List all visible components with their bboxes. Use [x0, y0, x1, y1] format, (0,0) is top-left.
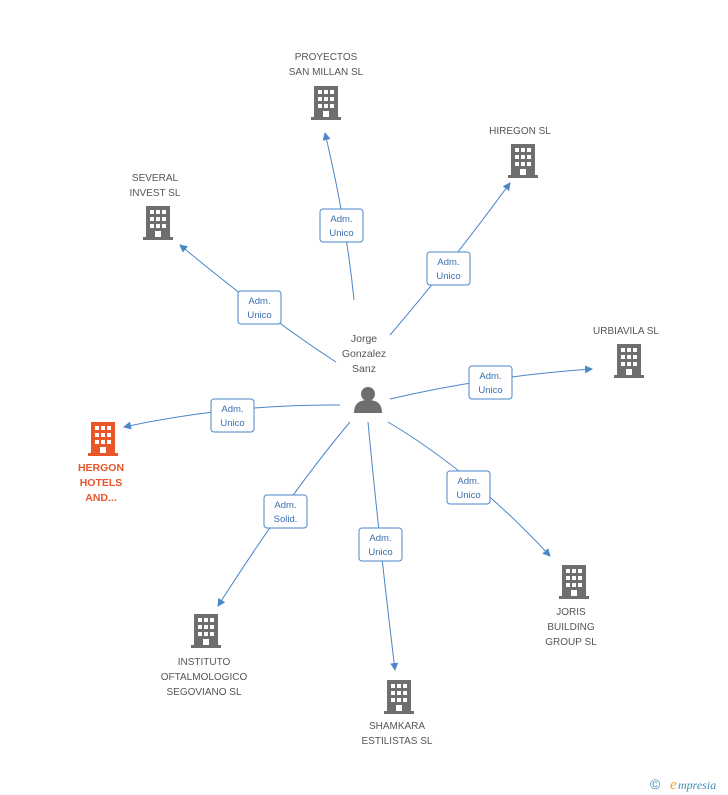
role-badge-hiregon[interactable]: Adm. Unico — [426, 251, 471, 286]
company-name-line: OFTALMOLOGICO — [161, 672, 248, 683]
company-node-urbiavila[interactable]: URBIAVILA SL — [593, 326, 659, 378]
role-text: Adm. — [274, 500, 296, 511]
building-icon — [191, 614, 221, 648]
role-badge-several-invest[interactable]: Adm. Unico — [237, 290, 282, 325]
company-node-proyectos-san-millan[interactable]: PROYECTOS SAN MILLAN SL — [289, 52, 364, 120]
building-icon-highlighted — [88, 422, 118, 456]
role-text: Adm. — [479, 371, 501, 382]
person-name-line-1: Jorge — [351, 333, 377, 345]
role-badge-proyectos-san-millan[interactable]: Adm. Unico — [319, 208, 364, 243]
center-person-node[interactable]: Jorge Gonzalez Sanz — [342, 333, 386, 413]
edge-urbiavila: Adm. Unico — [389, 365, 593, 400]
edge-several-invest: Adm. Unico — [179, 244, 337, 363]
building-icon — [614, 344, 644, 378]
company-node-joris-building[interactable]: JORIS BUILDING GROUP SL — [545, 565, 597, 648]
role-badge-box — [237, 290, 282, 325]
role-text: Adm. — [457, 476, 479, 487]
role-text: Unico — [478, 385, 502, 396]
building-icon — [311, 86, 341, 120]
company-name-line: ESTILISTAS SL — [362, 736, 433, 747]
footer-brand[interactable]: © e mpresia — [650, 776, 716, 793]
person-name-line-2: Gonzalez — [342, 348, 386, 360]
edge-hiregon: Adm. Unico — [389, 182, 511, 336]
role-text: Adm. — [369, 533, 391, 544]
role-badge-box — [358, 527, 403, 562]
role-badge-urbiavila[interactable]: Adm. Unico — [468, 365, 513, 400]
role-text: Adm. — [248, 296, 270, 307]
person-icon — [354, 387, 382, 413]
role-text: Unico — [220, 418, 244, 429]
company-node-several-invest[interactable]: SEVERAL INVEST SL — [130, 173, 181, 240]
building-icon — [508, 144, 538, 178]
company-node-hiregon[interactable]: HIREGON SL — [489, 126, 551, 178]
role-badge-joris-building[interactable]: Adm. Unico — [446, 470, 491, 505]
building-icon — [384, 680, 414, 714]
edge-shamkara-estilistas: Adm. Unico — [358, 421, 403, 671]
edge-hergon-hotels: Adm. Unico — [123, 398, 341, 433]
building-icon — [143, 206, 173, 240]
building-icon — [559, 565, 589, 599]
company-name-line: SEVERAL — [132, 173, 179, 184]
company-node-hergon-hotels[interactable]: HERGON HOTELS AND... — [78, 422, 124, 504]
role-badge-box — [426, 251, 471, 286]
company-name-line: PROYECTOS — [295, 52, 358, 63]
role-badge-box — [468, 365, 513, 400]
company-name-line: URBIAVILA SL — [593, 326, 659, 337]
company-name-line: JORIS — [556, 607, 586, 618]
company-node-instituto-oftalmologico[interactable]: INSTITUTO OFTALMOLOGICO SEGOVIANO SL — [161, 614, 248, 698]
company-name-line: INVEST SL — [130, 188, 181, 199]
role-badge-instituto-oftalmologico[interactable]: Adm. Solid. — [263, 494, 308, 529]
edges-layer: Adm.UnicoAdm.UnicoAdm.UnicoAdm.UnicoAdm.… — [123, 132, 593, 671]
role-text: Solid. — [274, 514, 298, 525]
company-name-line: AND... — [85, 492, 117, 504]
role-text: Adm. — [437, 257, 459, 268]
person-name-line-3: Sanz — [352, 363, 376, 375]
role-text: Unico — [247, 310, 271, 321]
company-name-line: INSTITUTO — [178, 657, 231, 668]
edge-joris-building: Adm. Unico — [387, 421, 551, 557]
brand-logo-initial: e — [670, 777, 677, 793]
role-badge-hergon-hotels[interactable]: Adm. Unico — [210, 398, 255, 433]
role-badge-box — [446, 470, 491, 505]
nodes-layer: PROYECTOS SAN MILLAN SL HIREGON SL SEVERAL I… — [78, 52, 659, 747]
role-text: Adm. — [330, 214, 352, 225]
role-badge-box — [210, 398, 255, 433]
company-name-line: SAN MILLAN SL — [289, 67, 364, 78]
role-text: Unico — [368, 547, 392, 558]
company-name-line: BUILDING — [547, 622, 594, 633]
company-node-shamkara-estilistas[interactable]: SHAMKARA ESTILISTAS SL — [362, 680, 433, 747]
role-text: Unico — [436, 271, 460, 282]
brand-logo-text: mpresia — [678, 778, 716, 792]
role-text: Unico — [329, 228, 353, 239]
company-name-line: SHAMKARA — [369, 721, 425, 732]
role-text: Unico — [456, 490, 480, 501]
company-name-line: GROUP SL — [545, 637, 597, 648]
edge-proyectos-san-millan: Adm. Unico — [319, 132, 364, 301]
company-name-line: HOTELS — [80, 477, 123, 489]
role-badge-box — [263, 494, 308, 529]
copyright-symbol: © — [650, 776, 661, 792]
company-name-line: SEGOVIANO SL — [166, 687, 241, 698]
role-badge-box — [319, 208, 364, 243]
company-name-line: HIREGON SL — [489, 126, 551, 137]
role-badge-shamkara-estilistas[interactable]: Adm. Unico — [358, 527, 403, 562]
role-text: Adm. — [221, 404, 243, 415]
company-name-line: HERGON — [78, 462, 124, 474]
edge-instituto-oftalmologico: Adm. Solid. — [217, 421, 351, 607]
